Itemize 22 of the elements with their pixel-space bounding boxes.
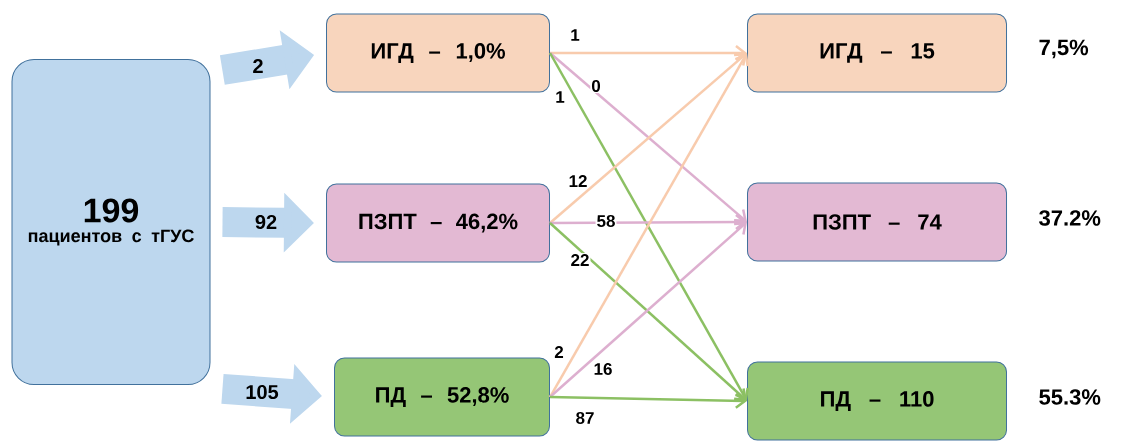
- edge-label: 1: [569, 28, 581, 42]
- category-box: ИГД – 1,0%: [326, 13, 550, 93]
- edge-label: 22: [569, 253, 591, 267]
- edge-label: 16: [592, 362, 614, 376]
- category-box: ПЗПТ – 74: [747, 182, 1007, 262]
- arrow: [550, 214, 747, 231]
- edge-label: 58: [595, 214, 617, 228]
- edge-label: 12: [567, 174, 589, 188]
- patient-box: 199 пациентов с тГУС: [11, 59, 211, 385]
- category-box: ИГД – 15: [747, 13, 1007, 93]
- edge-label: 87: [574, 411, 596, 425]
- arrow: [550, 392, 747, 409]
- percent-label: 55.3%: [1039, 389, 1101, 405]
- edge-label: 2: [251, 58, 265, 74]
- percent-label: 37.2%: [1039, 210, 1101, 226]
- edge-label: 1: [554, 90, 566, 104]
- edge-label: 2: [553, 345, 565, 359]
- category-box: ПД – 52,8%: [334, 357, 550, 437]
- percent-label: 7,5%: [1039, 39, 1089, 59]
- edge-label: 0: [590, 79, 602, 93]
- category-box: ПЗПТ – 46,2%: [326, 183, 550, 263]
- category-box: ПД – 110: [747, 361, 1007, 441]
